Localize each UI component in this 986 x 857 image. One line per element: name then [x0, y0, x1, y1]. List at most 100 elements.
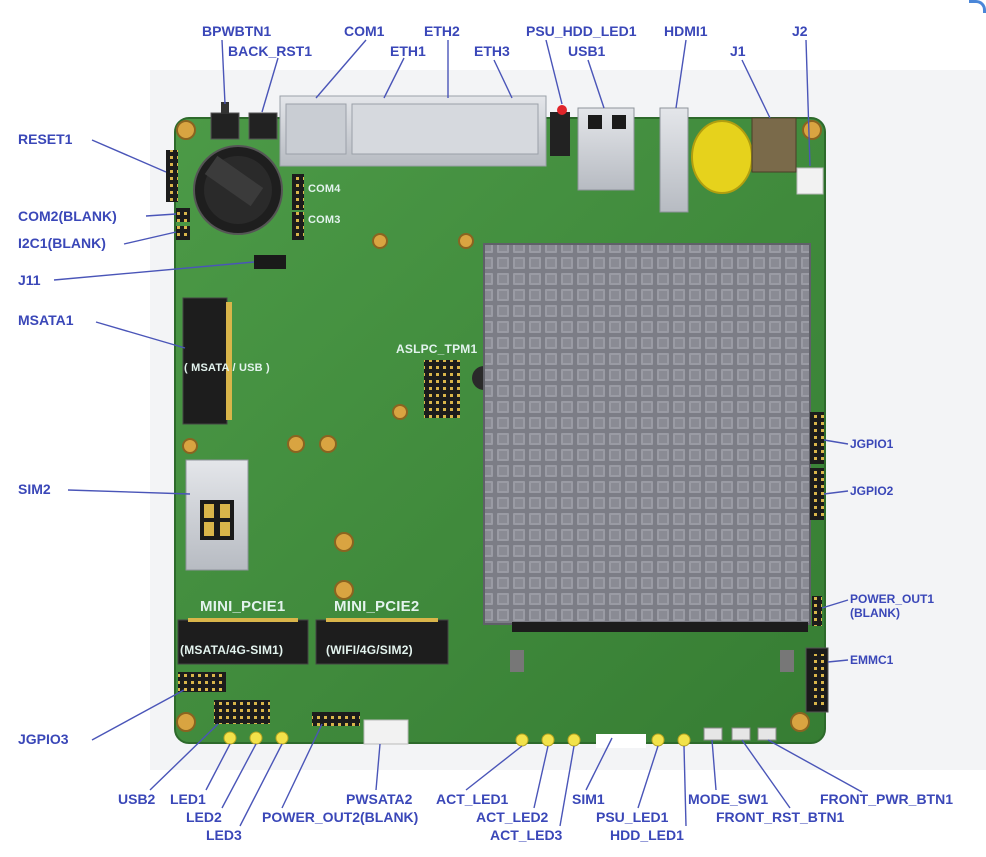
label-back-rst1: BACK_RST1: [228, 43, 313, 59]
leader-bpwbtn1: [221, 39, 226, 105]
silk-aslpc-tpm1: ASLPC_TPM1: [396, 342, 478, 356]
leader-j1: [741, 59, 771, 119]
label-psu-hdd-led1: PSU_HDD_LED1: [526, 23, 637, 39]
standoff-3: [392, 404, 408, 420]
standoff-7: [334, 580, 354, 600]
mini-pcie2-pins: [326, 618, 438, 622]
silk-mini-pcie2: MINI_PCIE2: [334, 598, 420, 615]
label-j1: J1: [730, 43, 746, 59]
leader-reset1: [91, 139, 167, 173]
label-sim2: SIM2: [18, 481, 51, 497]
hdd-led1: [677, 733, 691, 747]
leader-emmc1: [827, 659, 849, 663]
label-hdd-led1: HDD_LED1: [610, 827, 684, 843]
j1-dc-jack: [751, 117, 797, 173]
leader-front-pwr-btn1: [767, 739, 863, 793]
leader-led1: [205, 743, 231, 791]
leader-led3: [239, 743, 283, 827]
label-usb2: USB2: [118, 791, 156, 807]
corner-accent: [969, 0, 986, 13]
leader-jgpio1: [823, 439, 849, 445]
psu-led1: [651, 733, 665, 747]
mini-pcie2-slot: [315, 619, 449, 665]
label-j11: J11: [18, 272, 41, 288]
leader-led2: [221, 743, 257, 809]
label-j2: J2: [792, 23, 808, 39]
leader-i2c1: [123, 231, 177, 245]
reset1-header: [166, 150, 178, 202]
eth-port-block: [351, 103, 539, 155]
back-rst1-switch: [248, 112, 278, 140]
bpwbtn1-knob: [221, 102, 229, 114]
board-notch: [596, 734, 646, 748]
label-eth3: ETH3: [474, 43, 510, 59]
leader-usb2: [149, 723, 219, 791]
label-hdmi1: HDMI1: [664, 23, 708, 39]
leader-jgpio3: [91, 689, 185, 741]
label-power-out1-line2: (BLANK): [850, 606, 900, 620]
com4-header: [292, 174, 304, 210]
j2-connector: [796, 167, 824, 195]
leader-eth1: [383, 57, 405, 99]
leader-msata1: [95, 321, 186, 349]
sim2-holder: [185, 459, 249, 571]
heatsink: [483, 243, 811, 625]
label-reset1: RESET1: [18, 131, 73, 147]
label-psu-led1: PSU_LED1: [596, 809, 669, 825]
leader-com2: [145, 213, 177, 217]
act-led3: [567, 733, 581, 747]
leader-front-rst-btn1: [741, 739, 791, 809]
sim2-pad-d: [220, 522, 230, 536]
label-pwsata2: PWSATA2: [346, 791, 413, 807]
mount-hole-tl: [176, 120, 196, 140]
com1-connector: [285, 103, 347, 155]
label-front-pwr-btn1: FRONT_PWR_BTN1: [820, 791, 954, 807]
label-bpwbtn1: BPWBTN1: [202, 23, 272, 39]
label-eth1: ETH1: [390, 43, 426, 59]
leader-hdmi1: [675, 39, 687, 109]
front-rst-btn1-switch: [731, 727, 751, 741]
mini-pcie1-pins: [188, 618, 298, 622]
aslpc-tpm1-header: [424, 360, 460, 418]
leader-eth3: [493, 59, 513, 99]
leader-j2: [805, 39, 811, 167]
front-pwr-btn1-switch: [757, 727, 777, 741]
leader-com1: [315, 39, 367, 99]
mount-hole-bl: [176, 712, 196, 732]
com2-header: [176, 208, 190, 222]
standoff-8: [182, 438, 198, 454]
leader-mode-sw1: [711, 739, 717, 791]
label-front-rst-btn1: FRONT_RST_BTN1: [716, 809, 845, 825]
psu-hdd-led1-block: [550, 112, 570, 156]
label-led2: LED2: [186, 809, 222, 825]
act-led1: [515, 733, 529, 747]
label-emmc1: EMMC1: [850, 653, 894, 667]
yellow-inductor: [691, 120, 753, 194]
label-sim1: SIM1: [572, 791, 605, 807]
label-mode-sw1: MODE_SW1: [688, 791, 769, 807]
label-com1: COM1: [344, 23, 385, 39]
label-led3: LED3: [206, 827, 242, 843]
pwsata2-connector: [363, 719, 409, 745]
mini-pcie1-slot: [177, 619, 309, 665]
mount-hole-br: [790, 712, 810, 732]
label-power-out1-line1: POWER_OUT1: [850, 592, 935, 606]
standoff-6: [334, 532, 354, 552]
com3-header: [292, 212, 304, 240]
mode-sw1-switch: [703, 727, 723, 741]
jgpio1-header: [810, 412, 824, 464]
leader-usb1: [587, 59, 605, 109]
dimm-latch-right: [780, 650, 794, 672]
bpwbtn1-switch: [210, 112, 240, 140]
jgpio3-header: [178, 672, 226, 692]
emmc1-pins: [810, 654, 824, 706]
label-jgpio1: JGPIO1: [850, 437, 894, 451]
silk-mini-pcie2-sub: (WIFI/4G/SIM2): [326, 643, 413, 657]
label-act-led1: ACT_LED1: [436, 791, 509, 807]
sim2-pad-c: [204, 522, 214, 536]
act-led2: [541, 733, 555, 747]
leader-psu-hdd-led1: [545, 39, 563, 105]
silk-msata-usb: ( MSATA / USB ): [184, 362, 270, 374]
leader-j11: [53, 261, 255, 281]
